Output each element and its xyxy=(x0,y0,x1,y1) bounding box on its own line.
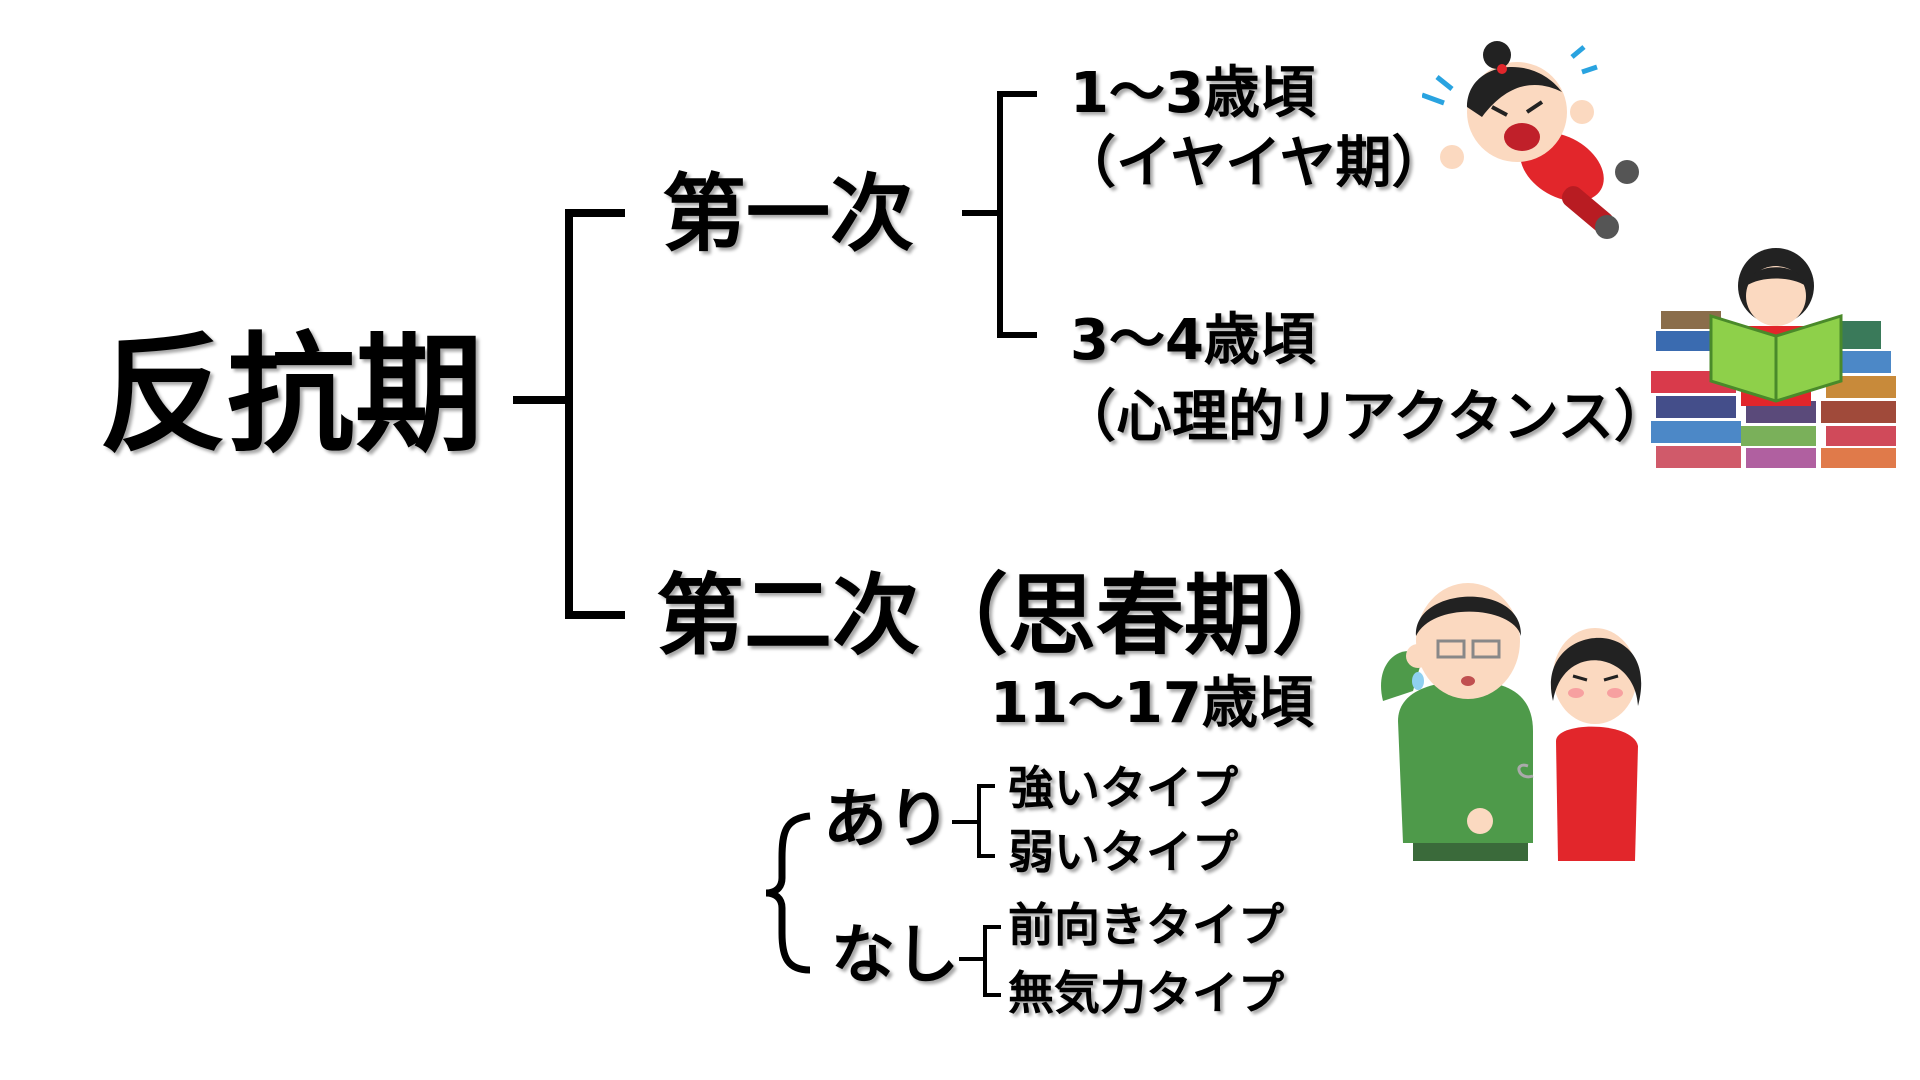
connector xyxy=(977,784,981,858)
connector xyxy=(962,210,1002,216)
connector xyxy=(565,209,625,217)
connector xyxy=(977,854,995,858)
type-strong: 強いタイプ xyxy=(1008,761,1238,815)
connector xyxy=(983,925,1001,929)
second-title: 第二次（思春期） xyxy=(656,564,1361,667)
connector xyxy=(983,993,1001,997)
stage2-name: （心理的リアクタンス） xyxy=(1060,385,1670,450)
root-label: 反抗期 xyxy=(99,321,484,470)
connector xyxy=(997,91,1037,97)
tantrum-child-illustration xyxy=(1422,41,1639,239)
connector xyxy=(952,820,979,824)
connector xyxy=(565,209,573,619)
connector xyxy=(997,332,1037,338)
connector xyxy=(983,925,987,997)
type-positive: 前向きタイプ xyxy=(1008,898,1284,952)
stage1-age: 1～3歳頃 xyxy=(1070,61,1316,126)
no-label: なし xyxy=(831,919,959,993)
yes-label: あり xyxy=(823,783,951,857)
first-title: 第一次 xyxy=(662,165,915,263)
stage2-age: 3～4歳頃 xyxy=(1070,308,1316,373)
father-daughter-illustration xyxy=(1381,583,1642,861)
connector xyxy=(565,611,625,619)
connector xyxy=(997,91,1003,338)
type-apathetic: 無気力タイプ xyxy=(1008,966,1284,1020)
connector xyxy=(977,784,995,788)
connector xyxy=(513,396,569,404)
connector xyxy=(959,957,986,961)
curly-brace xyxy=(765,812,811,974)
second-age: 11～17歳頃 xyxy=(990,671,1314,736)
stage1-name: （イヤイヤ期） xyxy=(1060,131,1448,196)
type-weak: 弱いタイプ xyxy=(1008,825,1238,879)
reading-girl-illustration xyxy=(1651,248,1896,468)
